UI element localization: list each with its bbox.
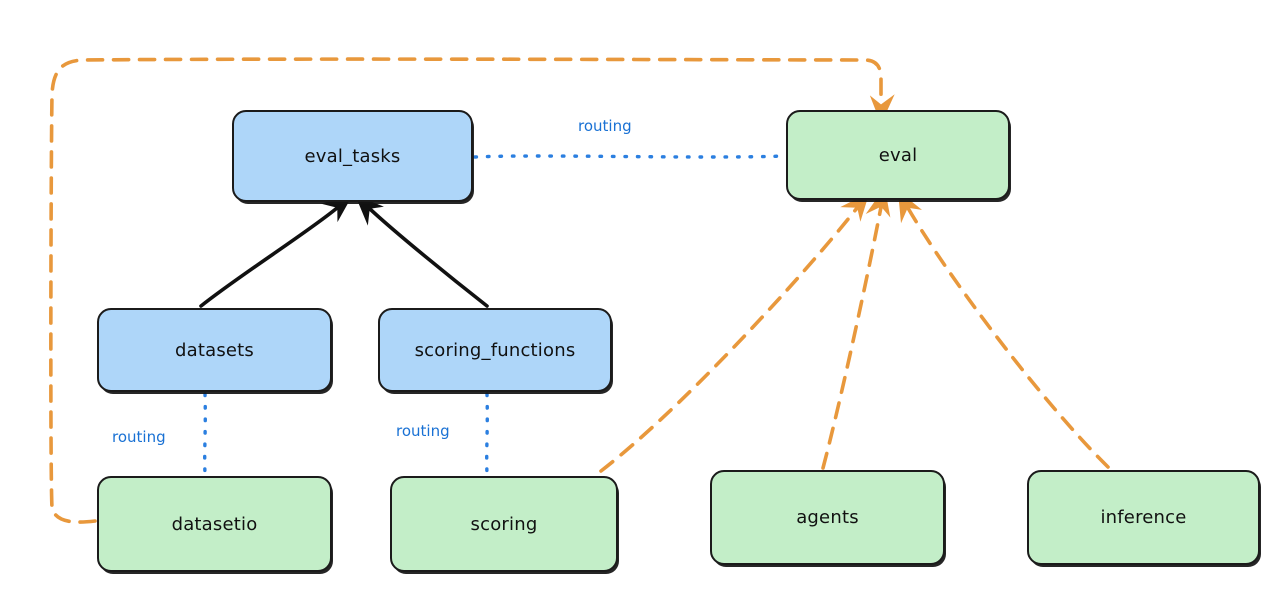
edge-eval_tasks-to-eval [473, 154, 786, 159]
node-label: eval [878, 144, 918, 166]
node-scoring[interactable]: scoring [390, 476, 618, 572]
edge-label-routing-datasets: routing [112, 428, 166, 446]
node-eval[interactable]: eval [786, 110, 1010, 200]
node-datasets[interactable]: datasets [97, 308, 332, 392]
edge-inference-to-eval [897, 190, 1110, 469]
edge-datasets-to-datasetio [203, 392, 207, 476]
node-label: agents [796, 507, 859, 528]
node-eval-tasks[interactable]: eval_tasks [232, 110, 473, 202]
edge-agents-to-eval [821, 187, 891, 470]
edge-scoring_functions-to-scoring [485, 392, 489, 476]
node-label: datasets [174, 339, 255, 361]
edge-datasetio-to-eval [49, 57, 895, 524]
node-agents[interactable]: agents [710, 470, 945, 565]
node-label: eval_tasks [304, 145, 401, 167]
edge-scoring-to-eval [599, 192, 870, 473]
edge-scoring_functions-to-eval_tasks [355, 195, 489, 308]
node-label: scoring_functions [414, 339, 576, 361]
edge-label-routing-eval: routing [578, 117, 632, 135]
node-label: inference [1100, 507, 1187, 528]
node-label: scoring [470, 513, 538, 535]
edge-datasets-to-eval_tasks [199, 195, 353, 308]
edge-label-routing-scoring: routing [396, 422, 450, 440]
node-label: datasetio [171, 513, 258, 535]
node-datasetio[interactable]: datasetio [97, 476, 332, 572]
node-inference[interactable]: inference [1027, 470, 1260, 565]
node-scoring-functions[interactable]: scoring_functions [378, 308, 612, 392]
